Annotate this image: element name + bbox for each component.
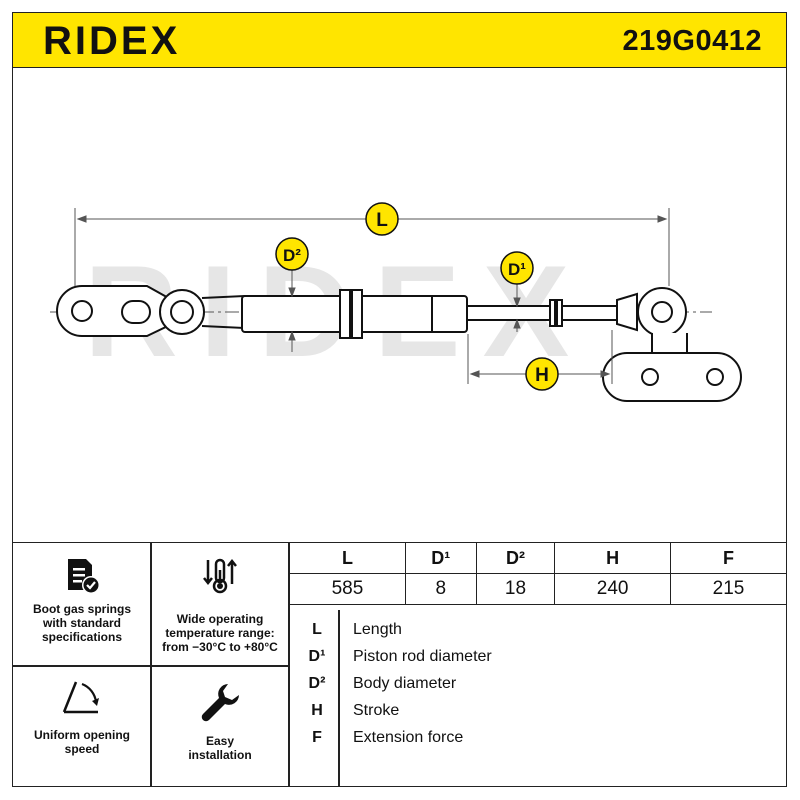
header-bar: RIDEX 219G0412 — [12, 12, 787, 68]
spec-value-cell: 215 — [670, 573, 787, 605]
divider-legend — [338, 610, 340, 787]
legend-item: H Stroke — [289, 702, 787, 729]
spec-value-cell: 18 — [475, 573, 556, 605]
brand-logo-text: RIDEX — [43, 23, 180, 57]
legend-item: F Extension force — [289, 729, 787, 756]
specs-table: L D¹ D² H F 585 8 18 240 215 — [289, 542, 787, 605]
thermometer-arrows-icon — [203, 558, 237, 594]
stroke-marker: H — [525, 357, 559, 391]
svg-text:L: L — [376, 210, 388, 231]
legend-item: D² Body diameter — [289, 675, 787, 702]
legend-desc: Body diameter — [353, 675, 457, 692]
opening-angle-icon — [62, 681, 99, 714]
body-diameter-dimension — [288, 268, 296, 352]
spec-value-cell: 585 — [289, 573, 406, 605]
svg-text:H: H — [535, 365, 549, 386]
spec-header-cell: L — [289, 542, 406, 574]
document-check-icon — [68, 559, 100, 594]
legend-key: D¹ — [308, 648, 326, 665]
spec-legend: L Length D¹ Piston rod diameter D² Body … — [289, 610, 787, 787]
brand-logo: RIDEX — [43, 23, 180, 57]
specs-header-row: L D¹ D² H F — [289, 542, 787, 574]
feature-text-line: installation — [188, 748, 252, 762]
spec-header-cell: H — [554, 542, 672, 574]
length-marker: L — [365, 202, 399, 236]
feature-text-line: speed — [64, 742, 100, 756]
feature-text-line: with standard — [42, 616, 121, 630]
body-diameter-marker: D² — [275, 237, 309, 271]
legend-desc: Stroke — [353, 702, 400, 719]
wrench-icon — [201, 684, 239, 722]
feature-uniform-opening: Uniform opening speed — [14, 676, 150, 756]
divider-specs — [288, 542, 290, 787]
feature-text-line: specifications — [41, 630, 123, 644]
feature-text-line: temperature range: — [165, 626, 275, 640]
left-end-fitting — [56, 285, 179, 337]
feature-text-line: from −30°C to +80°C — [162, 640, 278, 654]
rod-diameter-dimension — [513, 282, 521, 332]
feature-standard-specs: Boot gas springs with standard specifica… — [14, 556, 150, 644]
divider-features — [150, 542, 152, 787]
spec-header-cell: F — [670, 542, 787, 574]
right-end-fitting — [602, 287, 742, 402]
divider-feature-rows — [12, 665, 289, 667]
spec-header-cell: D¹ — [404, 542, 477, 574]
legend-key: L — [312, 621, 322, 638]
spec-header-cell: D² — [475, 542, 556, 574]
legend-item: D¹ Piston rod diameter — [289, 648, 787, 675]
feature-text-line: Boot gas springs — [32, 602, 131, 616]
legend-desc: Length — [353, 621, 402, 638]
gas-spring-drawing: RIDEX — [50, 202, 742, 402]
spec-value-cell: 8 — [404, 573, 477, 605]
feature-temperature-range: Wide operating temperature range: from −… — [152, 556, 288, 654]
feature-easy-installation: Easy installation — [152, 680, 288, 762]
legend-desc: Extension force — [353, 729, 464, 746]
feature-text-line: Easy — [205, 734, 235, 748]
body-cylinder — [241, 289, 468, 339]
spec-value-cell: 240 — [554, 573, 672, 605]
feature-text-line: Uniform opening — [34, 728, 130, 742]
part-number: 219G0412 — [622, 25, 762, 57]
specs-value-row: 585 8 18 240 215 — [289, 573, 787, 605]
svg-text:D²: D² — [283, 246, 301, 265]
legend-item: L Length — [289, 621, 787, 648]
legend-key: D² — [308, 675, 326, 692]
legend-key: H — [311, 702, 323, 719]
svg-text:D¹: D¹ — [508, 260, 526, 279]
piston-rod — [466, 299, 618, 327]
feature-text-line: Wide operating — [176, 612, 264, 626]
legend-desc: Piston rod diameter — [353, 648, 492, 665]
legend-key: F — [312, 729, 322, 746]
rod-diameter-marker: D¹ — [500, 251, 534, 285]
